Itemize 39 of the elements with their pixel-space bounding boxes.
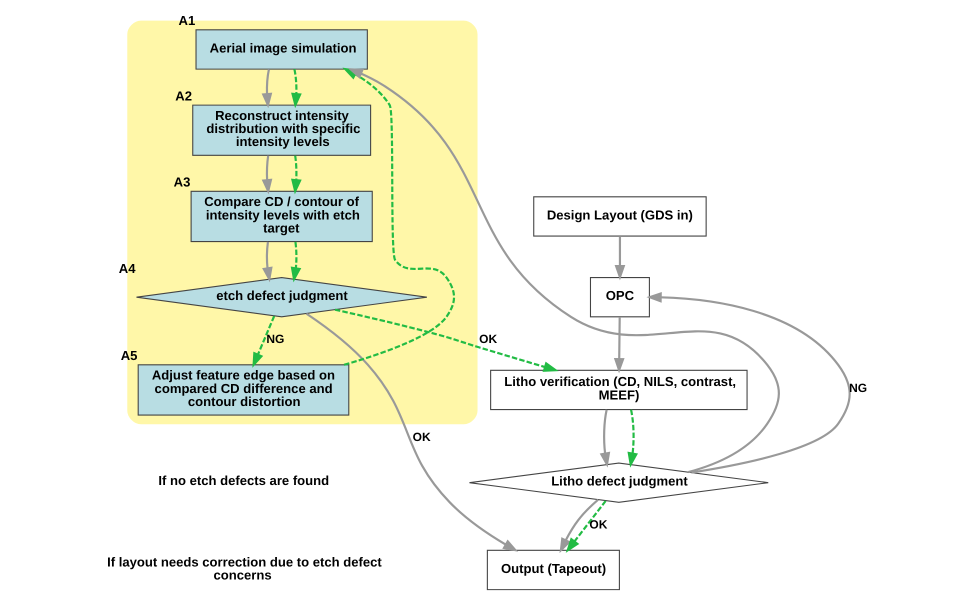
arrow bbox=[646, 292, 851, 474]
edge-label: NG bbox=[266, 332, 284, 346]
arrow bbox=[290, 242, 302, 282]
node-box: Output (Tapeout) bbox=[486, 550, 620, 590]
edge-label: OK bbox=[589, 517, 608, 532]
arrow bbox=[291, 155, 302, 194]
edge-label: OK bbox=[479, 332, 498, 346]
node-box: Adjust feature edge based on compared CD difference and contour distortion bbox=[138, 364, 350, 416]
node-label: A1 bbox=[178, 13, 196, 28]
node-label: A2 bbox=[175, 88, 192, 104]
arrow bbox=[291, 68, 302, 108]
node-box: OPC bbox=[590, 277, 650, 318]
arrow bbox=[348, 68, 780, 474]
arrow bbox=[262, 155, 272, 194]
arrow bbox=[262, 242, 273, 282]
legend-label: If layout needs correction due to etch defect concerns bbox=[107, 554, 382, 582]
arrow bbox=[334, 308, 559, 372]
arrow bbox=[566, 500, 606, 553]
node-box: Aerial image simulation bbox=[195, 29, 368, 70]
node-diamond: etch defect judgment bbox=[136, 277, 428, 318]
node-label: A5 bbox=[120, 348, 138, 364]
arrow bbox=[614, 317, 625, 374]
arrow bbox=[560, 498, 599, 554]
node-box: Reconstruct intensity distribution with specific intensity levels bbox=[192, 104, 372, 156]
node-box: Compare CD / contour of intensity levels with etch target bbox=[190, 190, 373, 242]
node-label: A3 bbox=[174, 174, 190, 190]
arrow bbox=[252, 316, 276, 368]
arrow bbox=[600, 410, 610, 468]
legend-label: If no etch defects are found bbox=[158, 472, 330, 488]
edge-label: OK bbox=[412, 430, 431, 444]
arrow bbox=[614, 236, 626, 280]
arrow bbox=[627, 410, 638, 468]
arrow bbox=[262, 68, 272, 108]
arrow bbox=[306, 312, 518, 552]
node-box: Design Layout (GDS in) bbox=[533, 196, 707, 237]
node-diamond: Litho defect judgment bbox=[468, 462, 769, 503]
node-box: Litho verification (CD, NILS, contrast, MEEF) bbox=[490, 370, 748, 410]
node-label: A4 bbox=[118, 260, 136, 276]
edge-label: NG bbox=[849, 380, 868, 395]
